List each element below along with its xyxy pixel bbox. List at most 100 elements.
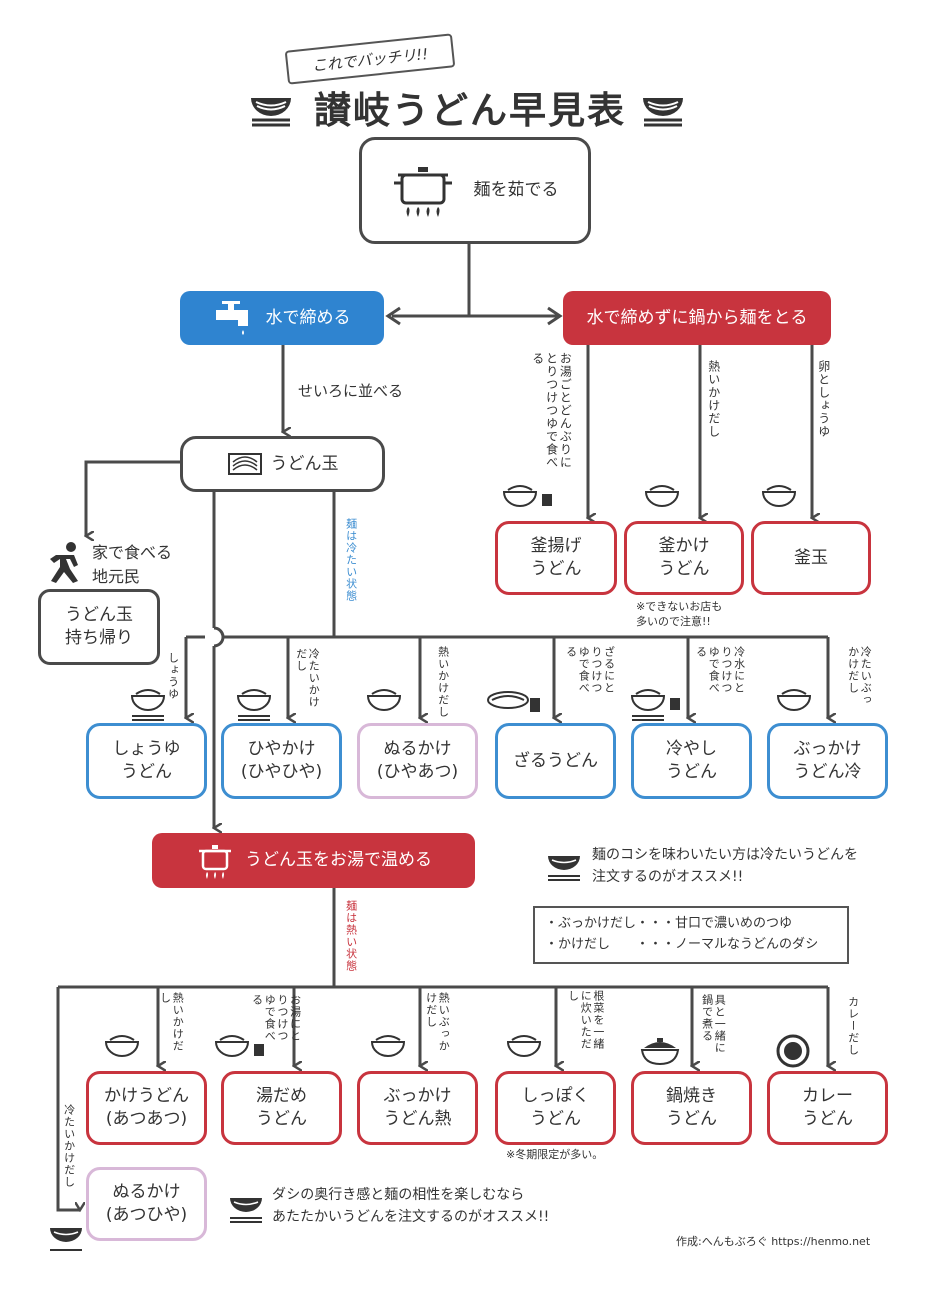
item-curry-label: カレー うどん (802, 1086, 853, 1129)
item-zaru-udon: ざるうどん (495, 723, 616, 799)
nowater-box: 水で締めずに鍋から麺をとる (563, 291, 831, 345)
bowl-icon (104, 1035, 140, 1057)
item-shoyu-label: しょうゆ うどん (112, 739, 181, 782)
pot-icon (393, 166, 452, 217)
shippoku-note: ※冬期限定が多い。 (506, 1148, 604, 1161)
warm-label: うどん玉をお湯で温める (245, 850, 432, 871)
bowl-with-cup-icon (630, 689, 680, 721)
pot-icon (199, 844, 231, 879)
item-hiyashi-udon: 冷やし うどん (631, 723, 752, 799)
item-zaru-label: ざるうどん (513, 750, 598, 771)
bowl-icon (548, 856, 580, 881)
seiro-icon (227, 453, 262, 475)
legend-item: ・ぶっかけだし・・・甘口で濃いめのつゆ (545, 916, 793, 931)
bowl-with-cup-icon (214, 1035, 264, 1057)
bowl-icon (643, 98, 683, 127)
donabe-icon (640, 1038, 680, 1066)
edge-zaru: ざるにとりつけつゆで食べる (564, 646, 616, 694)
item-nabeyaki-label: 鍋焼き うどん (666, 1086, 717, 1129)
edge-nurukake-hot: 冷たいかけだし (62, 1104, 76, 1188)
edge-kamatama: 卵としょうゆ (816, 360, 831, 438)
edge-shippoku: 根菜を一緒に炊いただし (566, 990, 605, 1050)
item-kake-label: かけうどん (あつあつ) (104, 1086, 189, 1129)
item-kamatama-label: 釜玉 (794, 547, 828, 568)
bowl-icon (236, 689, 272, 721)
item-kamaage: 釜揚げ うどん (495, 521, 617, 595)
badge-text: これでバッチリ!! (311, 44, 429, 75)
edge-yudame: お湯にとりつけつゆで食べる (250, 994, 302, 1042)
item-curry-udon: カレー うどん (767, 1071, 888, 1145)
item-shoyu-udon: しょうゆ うどん (86, 723, 207, 799)
edge-nurukake: 熱いかけだし (436, 646, 450, 718)
item-kake-udon: かけうどん (あつあつ) (86, 1071, 207, 1145)
edge-kamakake: 熱いかけだし (706, 360, 721, 438)
item-bukkake-cold-label: ぶっかけ うどん冷 (793, 739, 862, 782)
legend-item: ・かけだし ・・・ノーマルなうどんのダシ (545, 936, 819, 952)
home-box-label: うどん玉 持ち帰り (65, 605, 133, 648)
boil-box: 麺を茹でる (359, 137, 591, 244)
credit: 作成:へんもぶろぐ https://henmo.net (676, 1235, 871, 1248)
bowl-icon (370, 1035, 406, 1057)
bowl-icon (761, 485, 797, 507)
item-shippoku-udon: しっぽく うどん (495, 1071, 616, 1145)
cold-state-label: 麺は冷たい状態 (344, 518, 358, 602)
curry-plate-icon (776, 1034, 810, 1068)
page-title: 讃岐うどん早見表 (314, 89, 626, 132)
warm-box: うどん玉をお湯で温める (152, 833, 475, 888)
item-nabeyaki-udon: 鍋焼き うどん (631, 1071, 752, 1145)
item-bukkake-hot: ぶっかけ うどん熱 (357, 1071, 478, 1145)
item-kamakake: 釜かけ うどん (624, 521, 744, 595)
item-yudame-label: 湯だめ うどん (256, 1086, 307, 1129)
bowl-icon (776, 689, 812, 711)
bowl-icon (251, 98, 291, 127)
running-person-icon (50, 542, 78, 583)
item-hiyakake-label: ひやかけ (ひやひや) (240, 739, 323, 782)
item-nurukake-hot-label: ぬるかけ (あつひや) (105, 1182, 188, 1225)
edge-kake: 熱いかけだし (158, 992, 185, 1052)
boil-label: 麺を茹でる (473, 180, 559, 201)
seiro-label: せいろに並べる (298, 382, 404, 400)
item-nurukake-cold-label: ぬるかけ (ひやあつ) (376, 739, 459, 782)
item-nurukake-cold: ぬるかけ (ひやあつ) (357, 723, 478, 799)
udon-tama-box: うどん玉 (180, 436, 385, 492)
edge-curry: カレーだし (846, 996, 860, 1056)
edge-hiyashi: 冷水にとりつけつゆで食べる (694, 646, 746, 694)
bowl-icon (50, 1228, 82, 1251)
edge-bukkake-cold: 冷たいぶっかけだし (846, 646, 873, 706)
edge-bukkake-hot: 熱いぶっかけだし (424, 992, 451, 1052)
edge-nabeyaki: 具と一緒に鍋で煮る (700, 994, 727, 1054)
bowl-icon (644, 485, 680, 507)
home-box: うどん玉 持ち帰り (38, 589, 160, 665)
cold-tip: 麺のコシを味わいたい方は冷たいうどんを 注文するのがオススメ!! (592, 847, 858, 886)
item-kamakake-label: 釜かけ うどん (658, 536, 710, 579)
legend-box: ・ぶっかけだし・・・甘口で濃いめのつゆ ・かけだし ・・・ノーマルなうどんのダシ (533, 906, 849, 964)
item-kamatama: 釜玉 (751, 521, 871, 595)
hot-state-label: 麺は熱い状態 (344, 900, 358, 972)
item-bukkake-cold: ぶっかけ うどん冷 (767, 723, 888, 799)
bowl-with-cup-icon (502, 485, 552, 507)
item-hiyashi-label: 冷やし うどん (666, 739, 717, 782)
item-kamaage-label: 釜揚げ うどん (530, 536, 582, 579)
item-hiyakake: ひやかけ (ひやひや) (221, 723, 342, 799)
bowl-icon (366, 689, 402, 711)
item-shippoku-label: しっぽく うどん (521, 1086, 590, 1129)
bowl-icon (506, 1035, 542, 1057)
edge-hiyakake: 冷たいかけだし (294, 648, 321, 708)
item-bukkake-hot-label: ぶっかけ うどん熱 (383, 1086, 452, 1129)
water-box: 水で締める (180, 291, 384, 345)
bowl-icon (130, 689, 166, 721)
nowater-label: 水で締めずに鍋から麺をとる (586, 307, 808, 328)
item-nurukake-hot: ぬるかけ (あつひや) (86, 1167, 207, 1241)
bowl-icon (230, 1198, 262, 1223)
item-yudame-udon: 湯だめ うどん (221, 1071, 342, 1145)
kamakake-note: ※できないお店も 多いので注意!! (636, 600, 723, 628)
zaru-with-cup-icon (487, 691, 540, 712)
water-label: 水で締める (265, 307, 351, 328)
faucet-icon (215, 301, 248, 335)
edge-shoyu: しょうゆ (166, 652, 180, 700)
udon-tama-label: うどん玉 (270, 453, 339, 474)
home-label: 家で食べる 地元民 (92, 543, 173, 586)
hot-tip: ダシの奥行き感と麺の相性を楽しむなら あたたかいうどんを注文するのがオススメ!! (272, 1187, 550, 1226)
edge-kamaage: お湯ごとどんぶりにとりつけつゆで食べる (530, 352, 573, 469)
